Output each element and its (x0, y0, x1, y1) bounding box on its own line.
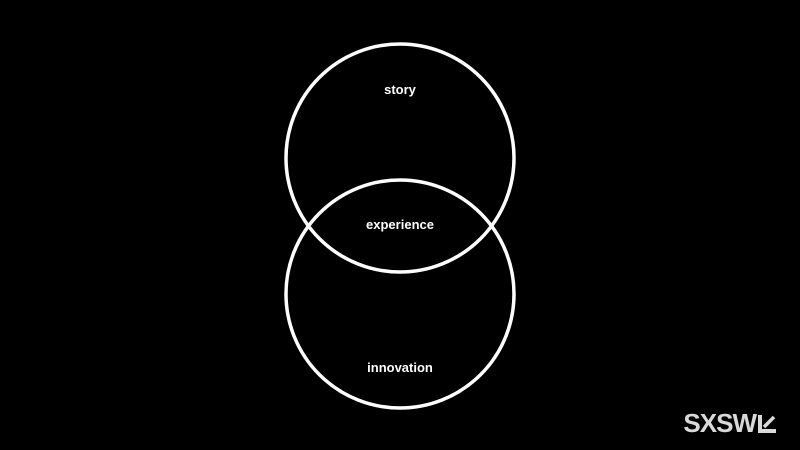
label-intersection: experience (366, 217, 434, 232)
circle-bottom (284, 178, 516, 410)
sxsw-arrow-mark-icon (758, 415, 776, 433)
logo-text: SXSW (683, 408, 757, 438)
circle-top (284, 42, 516, 274)
sxsw-logo: SXSW (683, 410, 778, 436)
label-bottom-circle: innovation (367, 360, 433, 375)
label-top-circle: story (384, 82, 417, 97)
